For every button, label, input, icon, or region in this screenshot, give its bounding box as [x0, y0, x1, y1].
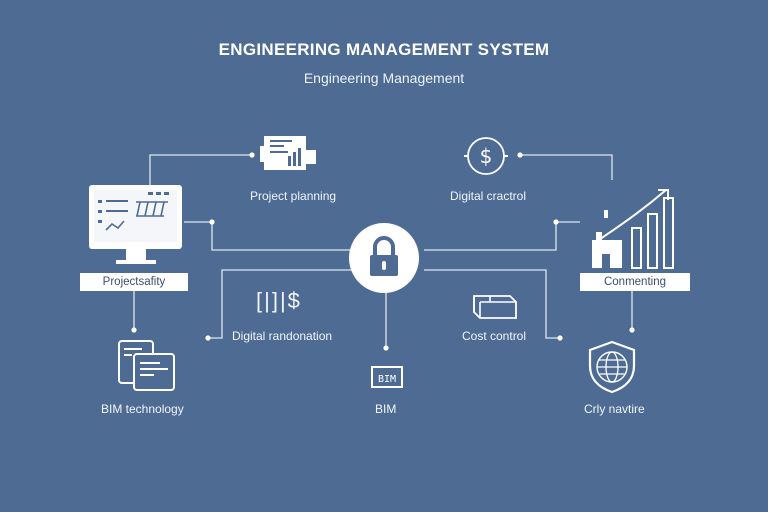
dollar-circle-icon: $: [462, 134, 510, 178]
label-project-planning: Project planning: [250, 189, 337, 203]
data-dollar-icon: [|]|$: [256, 288, 302, 313]
center-lock-node: [348, 222, 420, 294]
label-bim-technology: BIM technology: [101, 402, 184, 416]
label-digital-control: Digital cractrol: [450, 189, 527, 203]
bim-tag-text: BIM: [378, 374, 396, 385]
label-digital-transformation: Digital randonation: [232, 329, 333, 343]
document-chart-icon: [258, 132, 320, 176]
svg-text:$: $: [480, 144, 493, 168]
diagram-subtitle: Engineering Management: [303, 70, 465, 86]
building-growth-chart-icon: [586, 184, 686, 272]
label-connecting: Conmenting: [580, 273, 690, 291]
label-cost-control: Cost control: [462, 329, 527, 343]
label-project-safety: Projectsafity: [80, 273, 188, 291]
label-bim: BIM: [375, 402, 397, 416]
globe-shield-icon: [586, 338, 638, 394]
diagram-title: ENGINEERING MANAGEMENT SYSTEM: [218, 40, 550, 59]
monitor-dashboard-icon: [88, 184, 184, 272]
padlock-icon: [349, 223, 419, 293]
label-city-nature: Crly navtire: [584, 402, 645, 416]
bim-tag-icon: BIM: [370, 360, 404, 390]
box-icon: [468, 288, 524, 322]
documents-icon: [116, 338, 180, 392]
